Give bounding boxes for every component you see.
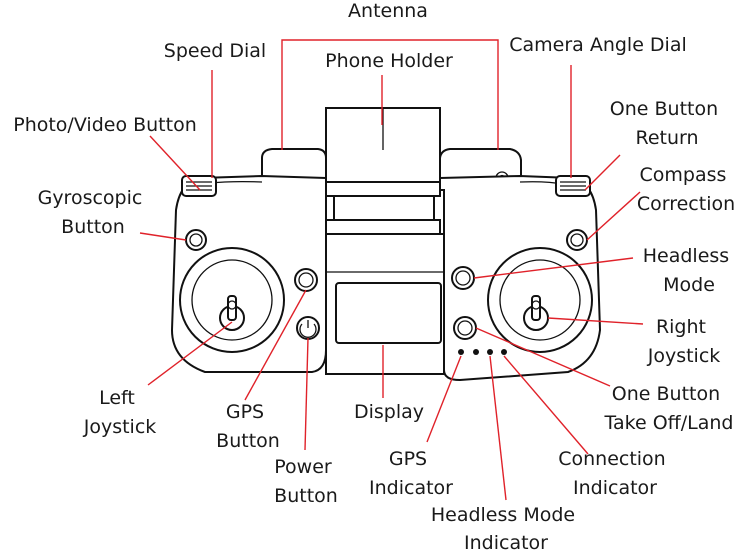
label-one-button-takeoff-land: One Button Take Off/Land xyxy=(604,383,734,434)
headless-mode-indicator-led xyxy=(473,349,479,355)
takeoff-land-button-shape xyxy=(453,316,477,340)
leader-lines xyxy=(139,39,644,501)
compass-correction-button-shape xyxy=(566,229,588,251)
label-compass-correction: Compass Correction xyxy=(637,164,735,215)
extra-indicator-led xyxy=(487,349,493,355)
controller-drawing xyxy=(170,107,602,382)
label-speed-dial: Speed Dial xyxy=(164,40,266,62)
right-joystick-shape xyxy=(487,247,593,353)
label-headless-mode-indicator: Headless Mode Indicator xyxy=(431,504,581,554)
label-gyroscopic-button: Gyroscopic Button xyxy=(38,187,149,238)
headless-mode-button-shape xyxy=(451,266,475,290)
label-gps-indicator: GPS Indicator xyxy=(369,448,453,499)
label-camera-angle-dial: Camera Angle Dial xyxy=(509,34,687,56)
display-screen xyxy=(335,282,442,344)
label-antenna: Antenna xyxy=(348,0,428,22)
gps-indicator-led xyxy=(458,349,464,355)
gyroscopic-button-shape xyxy=(185,229,207,251)
label-gps-button: GPS Button xyxy=(216,401,280,452)
label-headless-mode: Headless Mode xyxy=(643,245,736,296)
label-phone-holder: Phone Holder xyxy=(325,50,453,72)
label-right-joystick: Right Joystick xyxy=(647,316,721,367)
label-left-joystick: Left Joystick xyxy=(83,387,157,438)
connection-indicator-led xyxy=(501,349,507,355)
gps-button-shape xyxy=(294,268,318,292)
labels: Antenna Speed Dial Phone Holder Camera A… xyxy=(13,0,735,554)
label-photo-video-button: Photo/Video Button xyxy=(13,114,197,136)
phone-holder-shape xyxy=(325,107,441,235)
label-connection-indicator: Connection Indicator xyxy=(558,448,672,499)
label-one-button-return: One Button Return xyxy=(610,98,724,149)
label-power-button: Power Button xyxy=(274,456,338,507)
left-joystick-shape xyxy=(179,247,285,353)
label-display: Display xyxy=(354,401,424,423)
